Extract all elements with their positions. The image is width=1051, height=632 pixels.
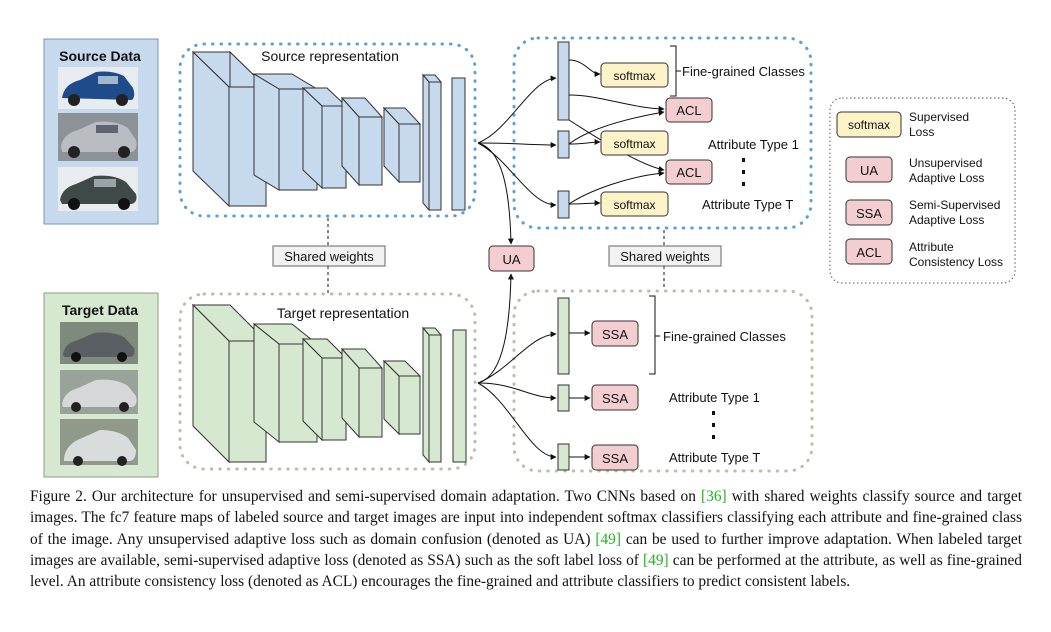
source-rep-label: Source representation bbox=[261, 48, 399, 64]
svg-text:SSA: SSA bbox=[602, 391, 628, 406]
target-car-photo-3 bbox=[60, 419, 138, 466]
legend-item-ssa: SSA Semi-Supervised Adaptive Loss bbox=[845, 198, 1000, 227]
svg-text:ACL: ACL bbox=[676, 165, 701, 180]
svg-text:Unsupervised: Unsupervised bbox=[909, 156, 982, 170]
legend-item-acl: ACL Attribute Consistency Loss bbox=[845, 238, 1003, 269]
fc-attr-t-target bbox=[557, 443, 570, 471]
svg-text:softmax: softmax bbox=[613, 198, 655, 212]
ssa-attr-t: SSA bbox=[591, 444, 639, 471]
target-data-panel: Target Data bbox=[43, 292, 159, 478]
architecture-figure: Source Data Target Data bbox=[43, 36, 1016, 478]
legend-item-softmax: softmax Supervised Loss bbox=[836, 110, 969, 139]
fc-fine-grained-target bbox=[557, 297, 570, 375]
svg-text:ACL: ACL bbox=[676, 103, 701, 118]
svg-text:softmax: softmax bbox=[848, 118, 890, 132]
source-attr-1-label: Attribute Type 1 bbox=[708, 137, 799, 152]
shared-weights-left: Shared weights bbox=[272, 218, 386, 294]
source-data-panel: Source Data bbox=[43, 38, 159, 225]
svg-text:softmax: softmax bbox=[613, 137, 655, 151]
source-fine-grained-label: Fine-grained Classes bbox=[682, 64, 805, 79]
fc-fine-grained-source bbox=[557, 41, 570, 121]
target-car-photo-2 bbox=[60, 370, 138, 414]
source-cnn: Source representation bbox=[178, 42, 477, 218]
svg-text:SSA: SSA bbox=[602, 451, 628, 466]
ssa-attr-1: SSA bbox=[591, 384, 639, 411]
citation-link[interactable]: [36] bbox=[701, 488, 727, 505]
source-ellipsis-dots bbox=[742, 158, 745, 186]
target-fine-grained-label: Fine-grained Classes bbox=[663, 329, 786, 344]
svg-text:SSA: SSA bbox=[856, 206, 882, 221]
svg-text:SSA: SSA bbox=[602, 327, 628, 342]
softmax-attr-1: softmax bbox=[600, 130, 669, 156]
target-heads: SSA SSA SSA Fine-grained Classes Attribu… bbox=[477, 289, 814, 473]
target-ellipsis-dots bbox=[712, 411, 715, 439]
acl-box-2: ACL bbox=[665, 159, 713, 185]
shared-weights-right: Shared weights bbox=[608, 230, 722, 290]
acl-box-1: ACL bbox=[665, 97, 713, 123]
fc-attr-1-target bbox=[557, 384, 570, 412]
softmax-attr-t: softmax bbox=[600, 191, 669, 217]
svg-text:Adaptive Loss: Adaptive Loss bbox=[909, 213, 984, 227]
svg-text:UA: UA bbox=[860, 163, 878, 178]
svg-text:Loss: Loss bbox=[909, 125, 934, 139]
target-rep-label: Target representation bbox=[277, 305, 409, 321]
svg-text:Adaptive Loss: Adaptive Loss bbox=[909, 171, 984, 185]
figure-caption: Figure 2. Our architecture for unsupervi… bbox=[30, 488, 1022, 591]
softmax-fine-grained: softmax bbox=[600, 62, 669, 88]
svg-text:UA: UA bbox=[502, 252, 520, 267]
target-car-photo-1 bbox=[60, 322, 138, 364]
source-car-photo-1 bbox=[58, 67, 138, 109]
source-data-label: Source Data bbox=[59, 48, 141, 64]
source-attr-t-label: Attribute Type T bbox=[702, 197, 793, 212]
source-car-photo-3 bbox=[58, 167, 138, 211]
svg-text:Supervised: Supervised bbox=[909, 110, 969, 124]
source-car-photo-2 bbox=[58, 113, 138, 161]
ua-box: UA bbox=[477, 142, 535, 384]
svg-text:Consistency Loss: Consistency Loss bbox=[909, 255, 1003, 269]
svg-text:ACL: ACL bbox=[856, 245, 881, 260]
legend: softmax Supervised Loss UA Unsupervised … bbox=[829, 97, 1016, 284]
citation-link[interactable]: [49] bbox=[643, 551, 669, 569]
ssa-fine-grained: SSA bbox=[591, 320, 639, 347]
target-attr-t-label: Attribute Type T bbox=[669, 450, 760, 465]
citation-link[interactable]: [49] bbox=[595, 530, 621, 548]
target-cnn: Target representation bbox=[178, 292, 477, 471]
legend-item-ua: UA Unsupervised Adaptive Loss bbox=[845, 156, 984, 185]
svg-text:Shared weights: Shared weights bbox=[284, 249, 374, 264]
svg-text:Shared weights: Shared weights bbox=[620, 249, 710, 264]
fc-attr-1-source bbox=[557, 130, 570, 159]
svg-text:Semi-Supervised: Semi-Supervised bbox=[909, 198, 1000, 212]
target-data-label: Target Data bbox=[62, 302, 138, 318]
target-attr-1-label: Attribute Type 1 bbox=[669, 390, 760, 405]
source-heads: softmax softmax softmax ACL ACL Fine-gra… bbox=[477, 36, 813, 230]
svg-text:softmax: softmax bbox=[613, 69, 655, 83]
fc-attr-t-source bbox=[557, 190, 570, 219]
svg-text:Attribute: Attribute bbox=[909, 240, 954, 254]
